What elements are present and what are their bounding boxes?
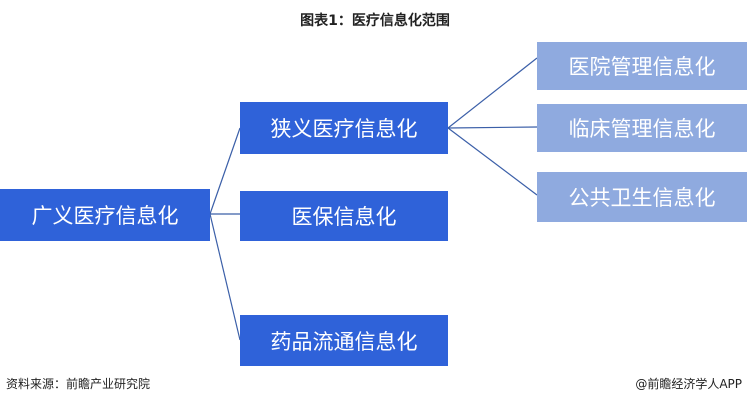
link-narrow-public xyxy=(447,127,538,196)
node-broad-medical-informatization: 广义医疗信息化 xyxy=(0,189,210,241)
brand-credit: @前瞻经济学人APP xyxy=(635,377,742,391)
link-root-narrow xyxy=(209,127,241,215)
link-root-drug xyxy=(209,213,241,341)
node-clinical-management-informatization: 临床管理信息化 xyxy=(537,104,747,152)
node-medical-insurance-informatization: 医保信息化 xyxy=(240,191,448,241)
node-drug-circulation-informatization: 药品流通信息化 xyxy=(240,315,448,366)
diagram-title: 图表1：医疗信息化范围 xyxy=(300,13,450,29)
node-public-health-informatization: 公共卫生信息化 xyxy=(537,172,747,222)
link-narrow-clinical xyxy=(447,126,538,129)
node-hospital-management-informatization: 医院管理信息化 xyxy=(537,42,747,90)
node-narrow-medical-informatization: 狭义医疗信息化 xyxy=(240,102,448,154)
link-narrow-hospital xyxy=(447,57,538,129)
source-note: 资料来源：前瞻产业研究院 xyxy=(6,377,151,391)
